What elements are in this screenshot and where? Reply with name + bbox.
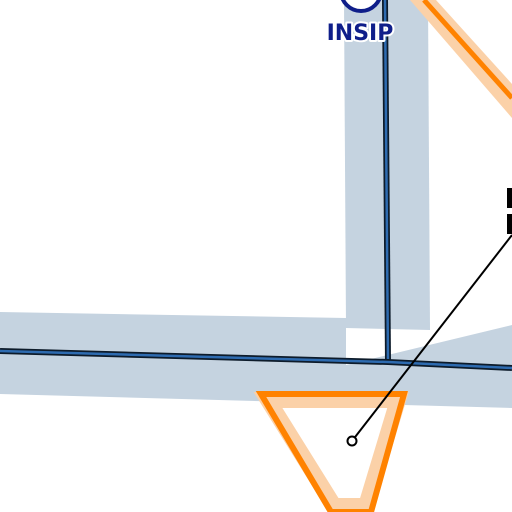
airway-corridors (0, 0, 512, 408)
waypoint-label[interactable]: INSIP (325, 19, 396, 48)
clipped-label-fragment (507, 188, 512, 234)
leader-line (351, 234, 512, 442)
restricted-area-band (410, 0, 512, 118)
restricted-area-triangle[interactable] (253, 391, 409, 512)
waypoint-circle-icon[interactable] (340, 0, 382, 13)
airway-routes (0, 0, 512, 371)
area-anchor-icon[interactable] (346, 435, 358, 447)
